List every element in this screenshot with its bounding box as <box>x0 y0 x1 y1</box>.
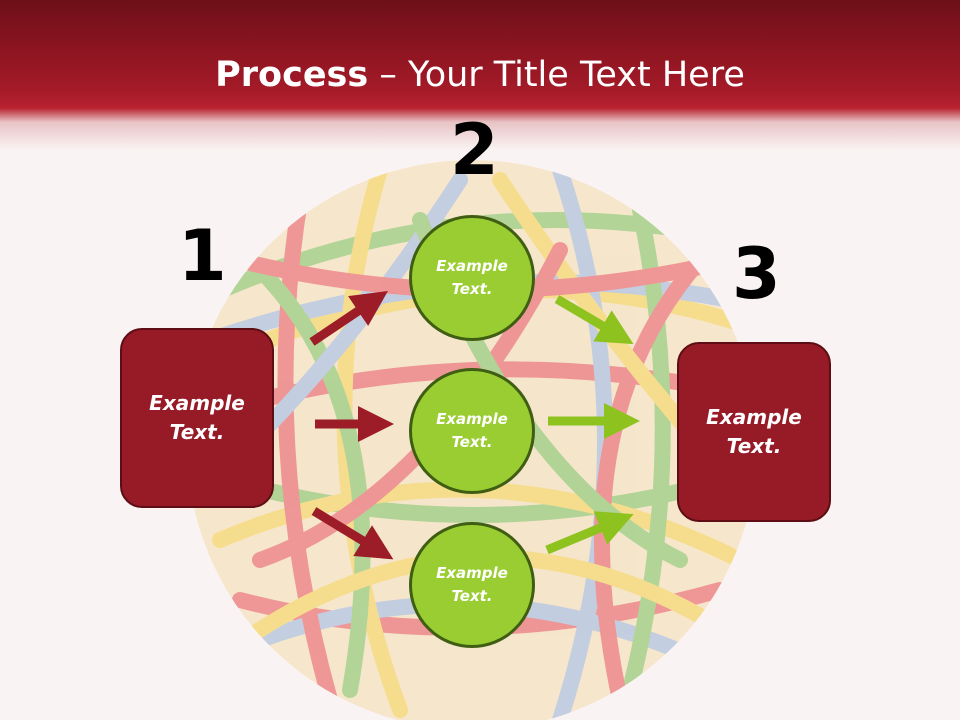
title-rest: – Your Title Text Here <box>368 55 745 95</box>
circle-top-label: Example Text. <box>436 257 508 298</box>
left-process-box: Example Text. <box>120 328 274 508</box>
step-number-1: 1 <box>178 215 227 297</box>
arrow-green-down <box>545 511 634 555</box>
step-number-3: 3 <box>732 233 781 315</box>
arrow-red-down <box>311 507 394 560</box>
circle-middle-label: Example Text. <box>436 410 508 451</box>
title-bold: Process <box>215 55 369 95</box>
circle-bottom: Example Text. <box>409 522 535 648</box>
header-bar: Process – Your Title Text Here <box>0 0 960 150</box>
circle-middle: Example Text. <box>409 368 535 494</box>
right-process-box: Example Text. <box>677 342 831 522</box>
arrow-green-up <box>554 295 634 345</box>
step-number-2: 2 <box>450 109 499 191</box>
slide-title: Process – Your Title Text Here <box>0 52 960 98</box>
arrow-red-up <box>309 290 388 346</box>
right-box-label: Example Text. <box>706 405 802 458</box>
circle-top: Example Text. <box>409 215 535 341</box>
circle-bottom-label: Example Text. <box>436 564 508 605</box>
left-box-label: Example Text. <box>149 391 245 444</box>
